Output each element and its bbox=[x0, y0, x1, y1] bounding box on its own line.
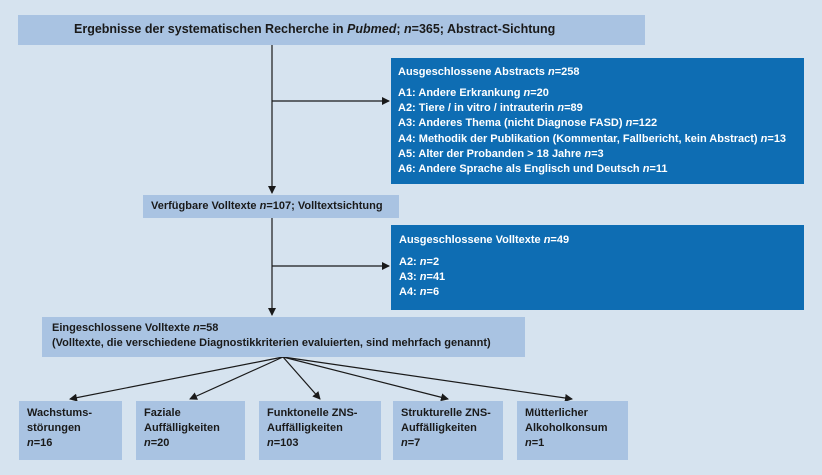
connector-to-cat-2 bbox=[189, 356, 284, 400]
exclusion-reason-a3: A3: Anderes Thema (nicht Diagnose FASD) … bbox=[398, 117, 658, 130]
included-fulltexts-note: (Volltexte, die verschiedene Diagnostikk… bbox=[52, 337, 491, 349]
exclusion-reason-a6: A6: Andere Sprache als Englisch und Deut… bbox=[398, 163, 668, 176]
included-fulltexts-heading: Eingeschlossene Volltexte n=58 bbox=[52, 322, 219, 334]
excluded-fulltexts-heading: Ausgeschlossene Volltexte n=49 bbox=[399, 234, 570, 246]
connector-to-cat-5 bbox=[282, 356, 573, 402]
excluded-fulltexts-box: Ausgeschlossene Volltexte n=49 A2: n=2 A… bbox=[391, 225, 804, 310]
exclusion-reason-a4: A4: Methodik der Publikation (Kommentar,… bbox=[398, 132, 787, 145]
category-structural-cns: Strukturelle ZNS-Auffälligkeiten n=7 bbox=[393, 401, 503, 460]
excluded-abstracts-heading: Ausgeschlossene Abstracts n=258 bbox=[398, 66, 580, 78]
fulltext-exclusion-a3: A3: n=41 bbox=[399, 271, 446, 283]
category-growth-disorders: Wachstums-störungen n=16 bbox=[19, 401, 122, 460]
included-fulltexts-box: Eingeschlossene Volltexte n=58 (Volltext… bbox=[42, 317, 525, 357]
fulltext-exclusion-a2: A2: n=2 bbox=[399, 256, 440, 268]
available-fulltexts-box: Verfügbare Volltexte n=107; Volltextsich… bbox=[143, 195, 399, 218]
connector-to-cat-1 bbox=[69, 356, 284, 402]
exclusion-reason-a1: A1: Andere Erkrankung n=20 bbox=[398, 87, 549, 99]
connector-to-cat-4 bbox=[282, 356, 449, 402]
connector-to-cat-3 bbox=[282, 356, 321, 400]
fulltext-exclusion-a4: A4: n=6 bbox=[399, 286, 440, 298]
category-functional-cns: Funktonelle ZNS-Auffälligkeiten n=103 bbox=[259, 401, 381, 460]
search-results-box: Ergebnisse der systematischen Recherche … bbox=[18, 15, 645, 45]
excluded-abstracts-box: Ausgeschlossene Abstracts n=258 A1: Ande… bbox=[391, 58, 804, 184]
exclusion-reason-a5: A5: Alter der Probanden > 18 Jahre n=3 bbox=[398, 147, 604, 160]
exclusion-reason-a2: A2: Tiere / in vitro / intrauterin n=89 bbox=[398, 102, 583, 115]
